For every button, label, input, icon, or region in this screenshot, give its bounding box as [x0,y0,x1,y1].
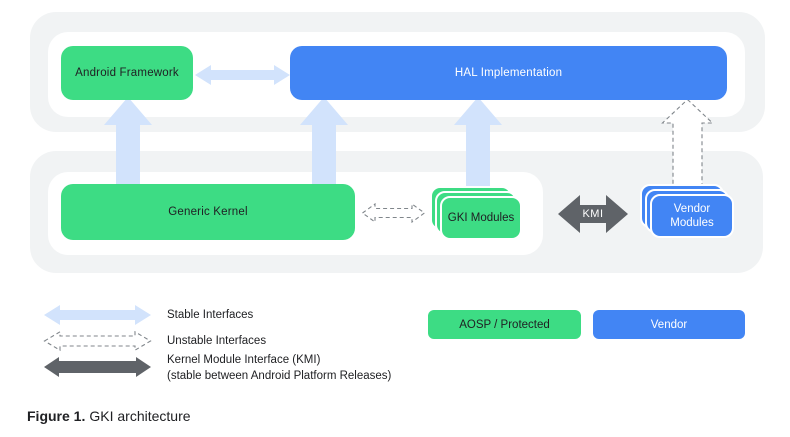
unstable-up-arrow-vendor-to-hal-icon [661,98,714,195]
legend-unstable-arrow-icon [43,330,152,352]
legend-unstable-label: Unstable Interfaces [167,335,267,347]
legend-kmi-label: Kernel Module Interface (KMI) (stable be… [167,353,427,384]
stable-up-arrow-gki-modules-to-hal-icon [454,97,502,188]
legend-aosp-protected-chip: AOSP / Protected [428,310,581,339]
kmi-arrow-label: KMI [582,208,604,220]
kmi-double-arrow-icon [558,195,628,233]
legend-kmi-line2: (stable between Android Platform Release… [167,369,392,382]
generic-kernel-box: Generic Kernel [61,184,355,240]
figure-caption-text: GKI architecture [89,408,191,424]
legend-stable-arrow-icon [44,305,151,325]
stable-double-arrow-framework-hal-icon [195,65,290,85]
unstable-double-arrow-kernel-gki-icon [361,202,426,224]
hal-implementation-box: HAL Implementation [290,46,727,100]
android-framework-box: Android Framework [61,46,193,100]
legend-kmi-line1: Kernel Module Interface (KMI) [167,354,321,366]
legend-kmi-arrow-icon [44,357,151,377]
figure-caption-number: Figure 1. [27,408,86,424]
stable-up-arrow-kernel-to-hal-icon [300,97,348,184]
legend-stable-label: Stable Interfaces [167,309,254,321]
stable-up-arrow-kernel-to-framework-icon [104,97,152,184]
figure-caption: Figure 1.GKI architecture [27,408,191,424]
vendor-modules-box: Vendor Modules [650,194,734,238]
legend-vendor-chip: Vendor [593,310,745,339]
gki-modules-box: GKI Modules [440,196,522,240]
